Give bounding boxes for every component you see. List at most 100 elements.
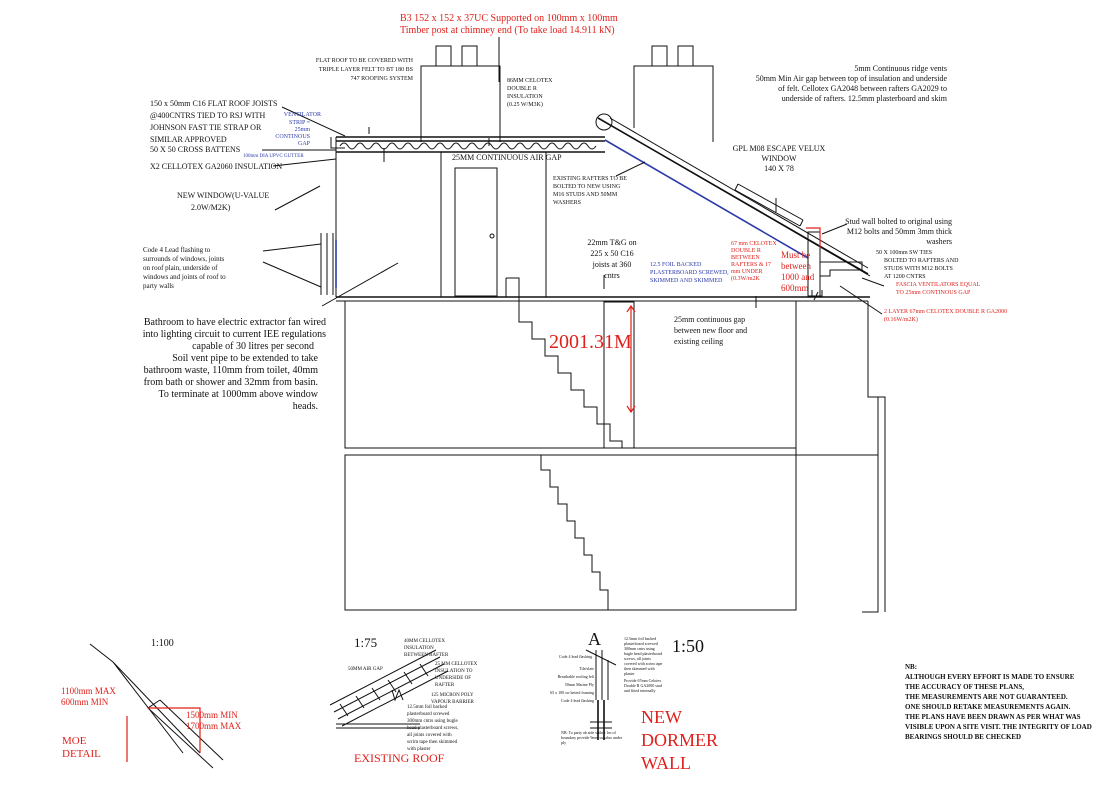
stud-line1: Stud wall bolted to original using — [845, 217, 952, 226]
annotation-battens: 50 X 50 CROSS BATTENS 100mm DIA UPVC GUT… — [150, 145, 337, 171]
dormer-nb-3: ply — [561, 740, 566, 745]
roof-40-line1: 40MM CELLOTEX — [404, 639, 445, 644]
moe-min-line1: 1500mm MIN — [186, 710, 238, 720]
bathroom-line7: To terminate at 1000mm above window — [158, 389, 318, 400]
dormer-right-9: Provide 67mm Celotex — [624, 678, 661, 683]
flat-roof-line1: FLAT ROOF TO BE COVERED WITH — [316, 58, 414, 64]
annotation-rafters: EXISTING RAFTERS TO BE BOLTED TO NEW USI… — [553, 161, 646, 206]
gap-line3: existing ceiling — [674, 337, 723, 346]
disclaimer-line1: NB: — [905, 663, 917, 671]
beam-note-line1: B3 152 x 152 x 37UC Supported on 100mm x… — [400, 13, 618, 24]
moe-max-line2: 600mm MIN — [61, 697, 109, 707]
moe-scale: 1:100 — [151, 638, 174, 649]
roof-detail-title: EXISTING ROOF — [354, 751, 445, 765]
roof-40-line3: BETWEEN RAFTER — [404, 653, 449, 658]
bathroom-line3: capable of 30 litres per second — [192, 341, 314, 352]
lead-line5: party walls — [143, 282, 174, 290]
lead-line1: Code 4 Lead flashing to — [143, 246, 211, 254]
celotex86-line2: DOUBLE R — [507, 86, 537, 92]
annotation-floor: 22mm T&G on 225 x 50 C16 joists at 360 c… — [587, 238, 636, 280]
bathroom-line4: Soil vent pipe to be extended to take — [172, 353, 318, 364]
air-gap-note: 25MM CONTINUOUS AIR GAP — [452, 153, 562, 162]
ventilator-line5: GAP — [298, 141, 311, 147]
dormer-nb-2: boundary provide 9mm supalux under — [561, 735, 623, 740]
annotation-layer2: 2 LAYER 67mm CELOTEX DOUBLE R GA2000 (0.… — [839, 285, 1007, 323]
dormer-right-6: covered with scrim tape — [624, 661, 663, 666]
flat-roof-line2: TRIPLE LAYER FELT TO BT 180 BS — [319, 67, 413, 73]
dormer-left-4: 50mm Marine Ply — [565, 682, 594, 687]
dormer-detail: A 1:50 Code 4 lead flashing Tile/slate B… — [550, 629, 718, 773]
roof-plaster-line5: all joints covered with — [407, 733, 452, 738]
velux-line1: GPL M08 ESCAPE VELUX — [733, 144, 826, 153]
roof-detail-scale: 1:75 — [354, 635, 377, 650]
roof-airgap: 50MM AIR GAP — [348, 667, 383, 672]
gutter-note: 100mm DIA UPVC GUTTER — [243, 154, 304, 159]
annotation-flat-roof: FLAT ROOF TO BE COVERED WITH TRIPLE LAYE… — [316, 58, 414, 82]
existing-roof-detail: 1:75 40MM CELLOTEX INSULATION BETWEEN RA… — [329, 635, 478, 765]
roof-plaster-line4: head plasterboard screws, — [407, 726, 459, 731]
dormer-title-line3: WALL — [641, 753, 691, 773]
foil-line2: PLASTERBOARD SCREWED, — [650, 270, 729, 276]
layer2-line1: 2 LAYER 67mm CELOTEX DOUBLE R GA2000 — [884, 309, 1007, 315]
joists-line3: JOHNSON FAST TIE STRAP OR — [150, 123, 262, 132]
sw-ties-line4: AT 1200 CNTRS — [884, 274, 926, 280]
dormer-left-3: Breathable roofing felt — [558, 674, 595, 679]
dormer-title-line1: NEW — [641, 707, 682, 727]
roof-plaster-line2: plasterboard screwed — [407, 712, 450, 717]
roof-40-line2: INSULATION — [404, 646, 434, 651]
disclaimer-line7: VISIBLE UPON A SITE VISIT. THE INTEGRITY… — [905, 723, 1092, 731]
annotation-foil: 12.5 FOIL BACKED PLASTERBOARD SCREWED, S… — [650, 262, 729, 284]
disclaimer-line4: THE MEASUREMENTS ARE NOT GUARANTEED. — [905, 693, 1068, 701]
lead-line3: on roof plain, underside of — [143, 264, 218, 272]
rafters-line2: BOLTED TO NEW USING — [553, 184, 621, 190]
roof-plaster-line6: scrim tape then skimmed — [407, 740, 458, 745]
headroom-dimension: 2001.31M — [549, 331, 632, 353]
fascia-line2: TO 25mm CONTINOUS GAP — [896, 290, 971, 296]
sw-ties-line1: 50 X 100mm SW TIES — [876, 250, 932, 256]
celotex86-line4: (0.25 W/M3K) — [507, 101, 543, 108]
ventilator-line2: STRIP = — [289, 120, 311, 126]
velux-line3: 140 X 78 — [764, 164, 794, 173]
roof-25-line3: UNDERSIDE OF — [435, 676, 471, 681]
roof-plaster-line3: 300mm cntrs using bugle — [407, 719, 458, 724]
headroom-line2: between — [781, 261, 811, 271]
window-line1: NEW WINDOW(U-VALUE — [177, 191, 269, 200]
annotation-ventilator: VENTILATOR STRIP = 25mm CONTINOUS GAP — [275, 112, 321, 147]
roof-25-line1: 25 MM CELLOTEX — [435, 662, 478, 667]
dormer-right-2: plasterboard screwed — [624, 641, 658, 646]
dormer-title-line2: DORMER — [641, 730, 718, 750]
ridge-line2: 50mm Min Air gap between top of insulati… — [756, 74, 948, 83]
moe-detail: 1:100 1100mm MAX 600mm MIN 1500mm MIN 17… — [61, 638, 242, 769]
battens-note: 50 X 50 CROSS BATTENS — [150, 145, 240, 154]
ventilator-line3: 25mm — [295, 127, 311, 133]
dormer-right-7: then skimmed with — [624, 666, 655, 671]
annotation-headroom: Must be between 1000 and 600mm — [781, 250, 815, 293]
disclaimer-line2: ALTHOUGH EVERY EFFORT IS MADE TO ENSURE — [905, 673, 1075, 681]
layer2-line2: (0.16W/m2K) — [884, 316, 918, 323]
celotex86-line1: 86MM CELOTEX — [507, 78, 553, 84]
stud-line3: washers — [926, 237, 952, 246]
annotation-celotex86: 86MM CELOTEX DOUBLE R INSULATION (0.25 W… — [507, 78, 553, 108]
foil-line3: SKIMMED AND SKIMMED — [650, 278, 723, 284]
velux-line2: WINDOW — [761, 154, 797, 163]
celotex67-line6: (0.3W/m2K — [731, 275, 760, 282]
annotation-velux: GPL M08 ESCAPE VELUX WINDOW 140 X 78 — [733, 144, 826, 173]
roof-vapour-line2: VAPOUR BARRIER — [431, 700, 474, 705]
celotex86-line3: INSULATION — [507, 94, 543, 100]
joists-line4: SIMILAR APPROVED — [150, 135, 227, 144]
headroom-line3: 1000 and — [781, 272, 815, 282]
dormer-scale: 1:50 — [672, 636, 704, 656]
dormer-left-6: Code 4 lead flashing — [561, 698, 594, 703]
sw-ties-line3: STUDS WITH M12 BOLTS — [884, 266, 953, 272]
ridge-line1: 5mm Continuous ridge vents — [854, 64, 947, 73]
roof-25-line2: INSULATION TO — [435, 669, 473, 674]
ventilator-line4: CONTINOUS — [275, 134, 310, 140]
floor-line3: joists at 360 — [592, 260, 632, 269]
bathroom-line2: into lighting circuit to current IEE reg… — [143, 329, 326, 340]
annotation-gap: 25mm continuous gap between new floor an… — [674, 315, 747, 346]
moe-title-line1: MOE — [62, 735, 87, 747]
disclaimer-line6: THE PLANS HAVE BEEN DRAWN AS PER WHAT WA… — [905, 713, 1081, 721]
dormer-right-3: 300mm cntrs using — [624, 646, 655, 651]
